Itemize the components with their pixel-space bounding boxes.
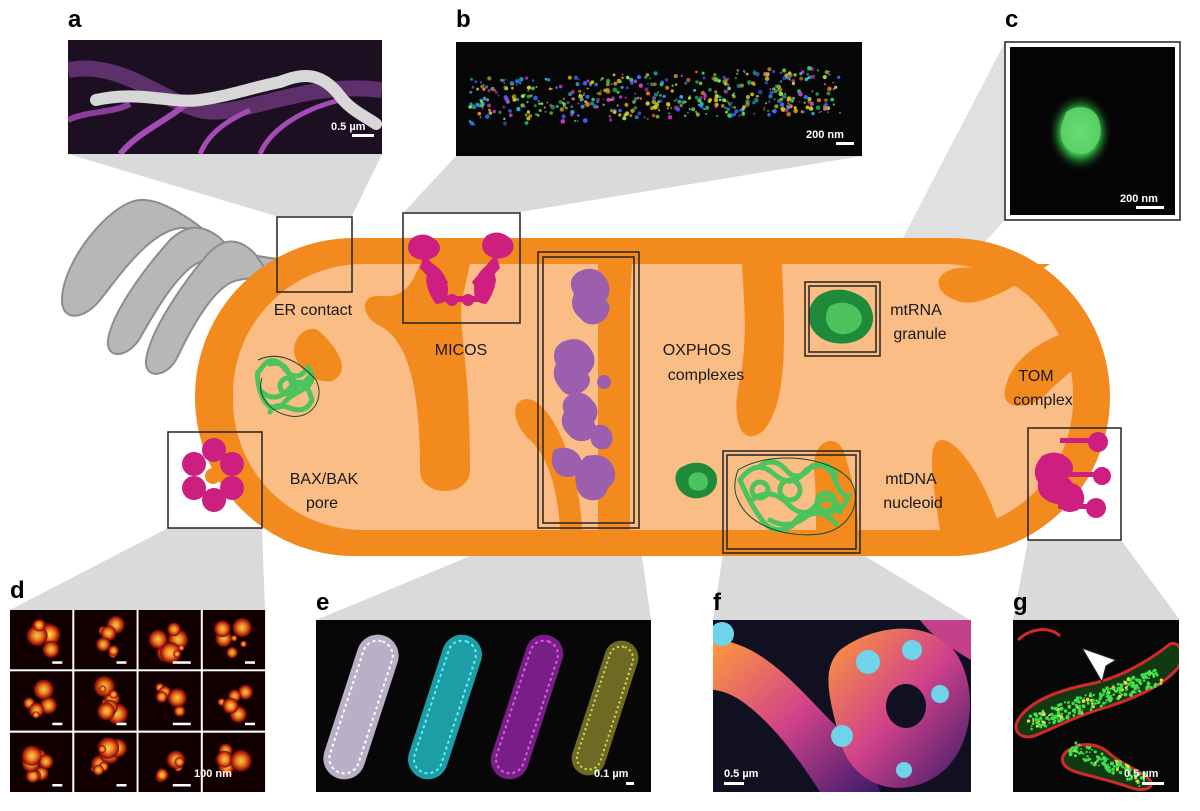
panel-e-scale-label: 0.1 µm <box>594 768 629 780</box>
box-mtrna-inner <box>808 285 877 353</box>
panel-c: c 200 nm <box>1004 6 1181 221</box>
label-oxphos-line1: OXPHOS <box>663 342 731 359</box>
panel-a-scalebar <box>352 134 374 137</box>
panel-e-letter: e <box>316 589 329 616</box>
box-mtdna-inner <box>726 454 857 550</box>
endoplasmic-reticulum <box>60 198 307 375</box>
box-mtrna <box>804 281 881 357</box>
box-mtdna <box>722 450 861 554</box>
panel-d: d 100 nm <box>10 577 266 792</box>
panel-b-letter: b <box>456 6 471 33</box>
tom-complex-cartoon <box>1034 432 1111 518</box>
label-baxbak-line2: pore <box>306 495 338 512</box>
label-mtrna-line2: granule <box>893 326 946 343</box>
panel-f-scale-label: 0.5 µm <box>724 768 759 780</box>
label-tom-line1: TOM <box>1018 368 1053 385</box>
panel-f-letter: f <box>713 589 722 616</box>
box-tom <box>1027 427 1122 541</box>
wedge-d <box>10 528 265 610</box>
panel-a-scale-label: 0.5 µm <box>331 121 366 133</box>
panel-b-localizations <box>468 66 842 126</box>
label-mtdna-line1: mtDNA <box>885 471 937 488</box>
box-baxbak <box>167 431 263 529</box>
panel-e-cristae-white <box>323 634 399 780</box>
mtrna-granule-cartoon <box>675 289 874 499</box>
panel-f-scalebar <box>724 782 744 785</box>
panel-e-cristae-magenta <box>490 634 564 780</box>
box-oxphos-inner <box>542 256 635 524</box>
baxbak-pore-cartoon <box>182 438 244 512</box>
wedge-a <box>68 154 382 216</box>
panel-b-scalebar <box>836 142 854 145</box>
box-oxphos <box>537 251 640 529</box>
wedge-b <box>404 156 862 212</box>
nucleoid-dna-main <box>734 457 856 536</box>
feature-labels: ER contact MICOS OXPHOS complexes mtRNA … <box>274 302 1073 512</box>
label-oxphos-line2: complexes <box>668 367 744 384</box>
nucleoid-dna-left <box>257 355 320 417</box>
panel-e-cristae-cyan <box>408 634 482 780</box>
wedge-f <box>713 553 970 620</box>
panel-d-grid <box>10 610 266 792</box>
panel-f: f 0.5 µm <box>713 589 971 792</box>
feature-boxes <box>167 212 1122 554</box>
panel-d-scale-label: 100 nm <box>194 768 232 780</box>
panel-c-scalebar <box>1136 206 1164 209</box>
oxphos-complexes-cartoon <box>551 268 616 501</box>
wedge-g <box>1013 540 1180 620</box>
panel-g-scale-label: 0.5 µm <box>1124 768 1159 780</box>
panel-a-letter: a <box>68 6 82 33</box>
panel-b: b 200 nm <box>456 6 862 156</box>
arrowhead-icon <box>1080 646 1118 684</box>
label-mtdna-line2: nucleoid <box>883 495 943 512</box>
panel-c-scale-label: 200 nm <box>1120 193 1158 205</box>
label-er-contact: ER contact <box>274 302 353 319</box>
micos-cartoon <box>408 232 514 306</box>
panel-e: e 0.1 µm <box>316 589 651 792</box>
panel-g-scalebar <box>1142 782 1164 785</box>
label-baxbak-line1: BAX/BAK <box>290 471 359 488</box>
label-micos: MICOS <box>435 342 487 359</box>
panel-d-letter: d <box>10 577 25 604</box>
box-er-contact <box>276 216 353 293</box>
label-tom-line2: complex <box>1013 392 1073 409</box>
panel-e-scalebar <box>626 782 634 785</box>
label-mtrna-line1: mtRNA <box>890 302 942 319</box>
panel-g-letter: g <box>1013 589 1028 616</box>
panel-a: a 0.5 µm <box>68 6 382 154</box>
panel-g: g 0.5 µm <box>1013 589 1179 792</box>
panel-c-letter: c <box>1005 6 1018 33</box>
box-micos <box>402 212 521 324</box>
panel-e-cristae-yellow <box>571 640 639 776</box>
nucleoid-cartoon-main <box>737 459 852 533</box>
panel-b-scale-label: 200 nm <box>806 129 844 141</box>
panel-g-green-signal <box>1026 668 1164 787</box>
